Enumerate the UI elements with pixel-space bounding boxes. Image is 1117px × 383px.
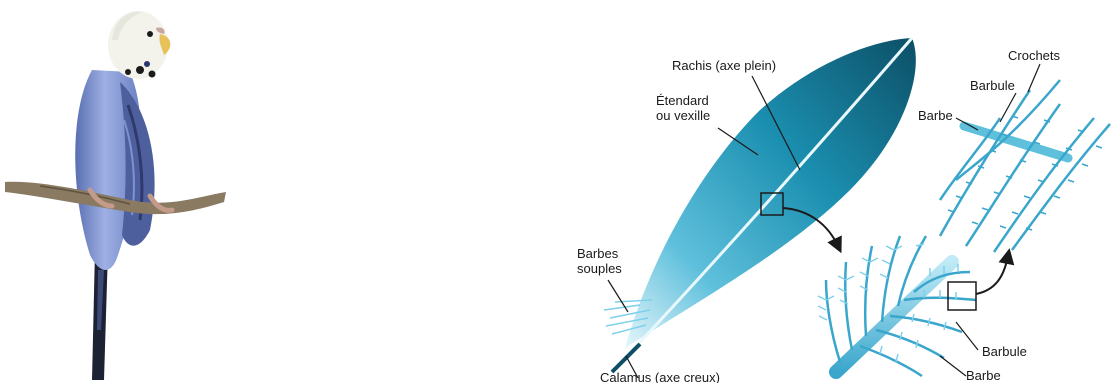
leader-barbe-bottom bbox=[940, 356, 966, 376]
hooks-zoom-illustration bbox=[940, 80, 1110, 252]
label-barbe-bottom: Barbe bbox=[966, 368, 1001, 383]
label-barbule-top: Barbule bbox=[970, 78, 1015, 93]
leader-barbes-souples bbox=[608, 280, 628, 312]
zoom-arrow-2 bbox=[976, 256, 1008, 294]
label-crochets: Crochets bbox=[1008, 48, 1060, 63]
feather-illustration bbox=[604, 38, 916, 372]
leader-crochets bbox=[1028, 64, 1040, 92]
label-rachis: Rachis (axe plein) bbox=[672, 58, 776, 73]
bird-eye bbox=[147, 31, 153, 37]
leader-barbule-bottom bbox=[956, 322, 978, 350]
label-calamus: Calamus (axe creux) bbox=[600, 370, 720, 383]
leader-barbule-top bbox=[1000, 93, 1016, 122]
calamus-line bbox=[612, 344, 640, 372]
parakeet-illustration bbox=[5, 11, 226, 380]
label-barbes-souples: Barbes souples bbox=[577, 246, 622, 276]
hooks-barb-shaft bbox=[964, 126, 1068, 158]
label-barbe-top: Barbe bbox=[918, 108, 953, 123]
barbs-zoom-illustration bbox=[818, 236, 1008, 376]
label-etendard: Étendard ou vexille bbox=[656, 93, 710, 123]
barb-zoom-box bbox=[948, 282, 976, 310]
label-barbule-bottom: Barbule bbox=[982, 344, 1027, 359]
